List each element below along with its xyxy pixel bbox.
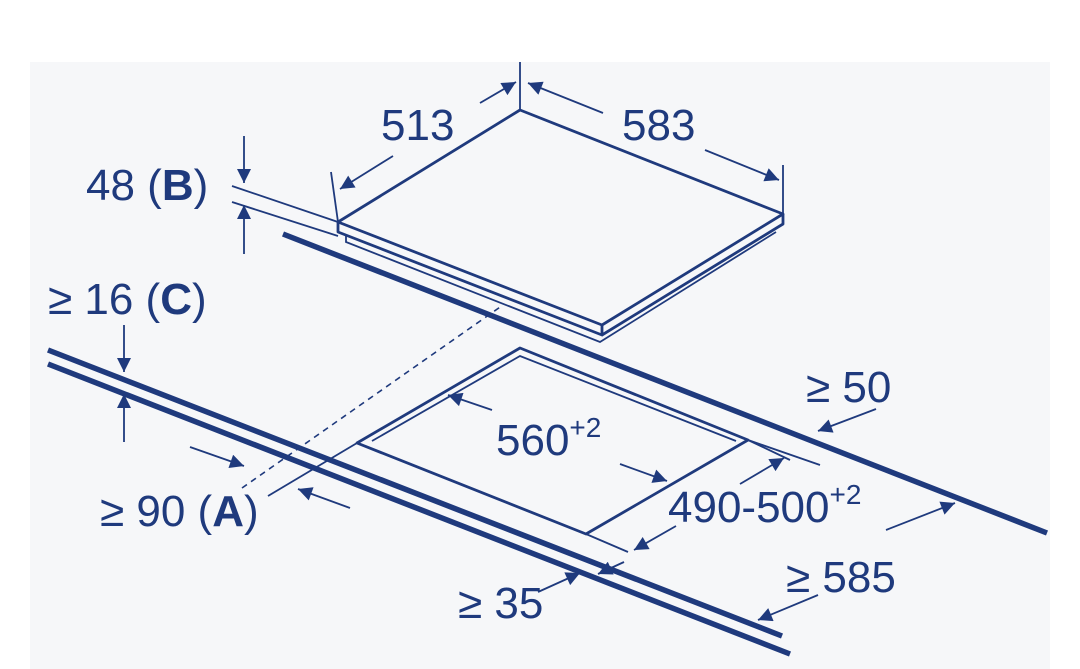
dimension-front-min [189, 442, 358, 509]
dimension-thickness [231, 136, 339, 254]
depth-label: 513 [381, 101, 454, 150]
dimension-cutout-depth [585, 439, 791, 553]
dimension-cutout-width [447, 392, 668, 483]
width-label: 583 [622, 101, 695, 150]
cutout-inner-edge [371, 355, 737, 442]
thickness-label: 48 (B) [86, 161, 208, 210]
dimension-back-clearance [747, 408, 877, 466]
cutout-width-label: 560+2 [496, 412, 601, 465]
worktop-front-edge-upper [47, 347, 783, 639]
dimension-depth [330, 62, 521, 223]
worktop-back-edge [281, 231, 1049, 536]
diagram-background [30, 62, 1050, 669]
worktop-front-edge-lower [46, 361, 792, 657]
front-edge-label: ≥ 35 [458, 579, 543, 628]
dimension-width [527, 81, 784, 214]
worktop-min-label: ≥ 16 (C) [48, 275, 207, 324]
hob-right-side [601, 214, 785, 337]
dimension-front-edge [537, 561, 625, 593]
alignment-dashed-line [241, 304, 504, 489]
hob-base-rim [345, 231, 777, 344]
worktop-depth-label: ≥ 585 [786, 553, 896, 602]
dimension-worktop-depth [757, 501, 956, 622]
front-min-label: ≥ 90 (A) [100, 487, 259, 536]
back-clearance-label: ≥ 50 [806, 363, 891, 412]
hob-front-side [336, 222, 604, 337]
cutout-depth-label: 490-500+2 [668, 479, 861, 532]
